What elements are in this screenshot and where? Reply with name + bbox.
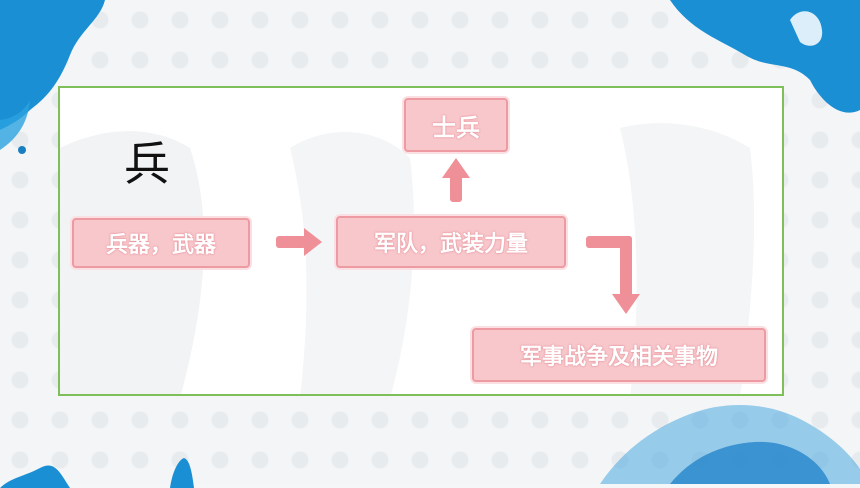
ink-splash-bottom-left (0, 458, 194, 488)
flow-arrows (276, 158, 640, 314)
node-army: 军队，武装力量 (336, 216, 566, 268)
content-panel: 兵 兵器，武器 军队，武装力量 士兵 军事战争及相关事物 (58, 86, 784, 396)
ink-splash-top-right (670, 0, 860, 113)
arrow-up-icon (442, 158, 470, 202)
arrow-right-icon (276, 228, 322, 256)
node-weapons: 兵器，武器 (72, 218, 250, 268)
ink-splash-top-left (0, 0, 105, 154)
arrow-bend-down-icon (586, 236, 640, 314)
node-military-affairs: 军事战争及相关事物 (472, 328, 766, 382)
ink-splash-bottom-right (600, 404, 860, 484)
node-soldier: 士兵 (404, 98, 508, 152)
heading-character: 兵 (124, 137, 170, 191)
